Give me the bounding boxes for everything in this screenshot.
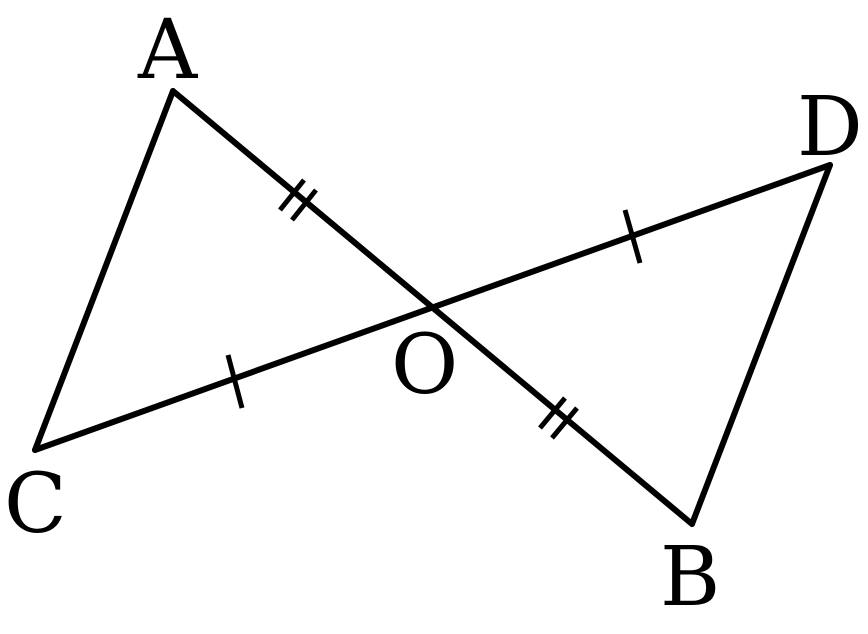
tick-co	[225, 354, 245, 409]
label-b: B	[660, 530, 720, 625]
tick-od	[622, 209, 643, 264]
tick-ob-2	[550, 406, 579, 440]
segment-cd	[32, 162, 833, 453]
tick-ao-1	[278, 178, 306, 212]
label-o: O	[391, 318, 458, 413]
tick-ob-1	[538, 396, 567, 430]
segment-db	[689, 162, 833, 527]
tick-ao-2	[290, 188, 318, 222]
double-tick-ao	[278, 178, 318, 222]
label-a: A	[137, 3, 199, 98]
label-d: D	[797, 80, 863, 175]
label-c: C	[4, 457, 67, 552]
double-tick-ob	[538, 396, 579, 440]
segment-ac	[32, 88, 176, 453]
